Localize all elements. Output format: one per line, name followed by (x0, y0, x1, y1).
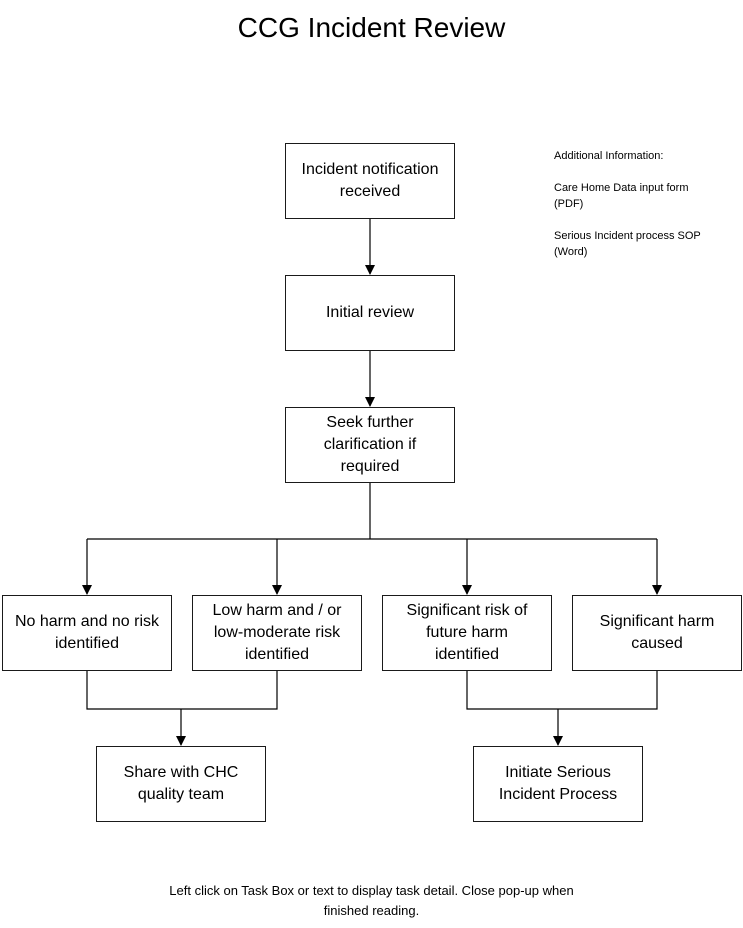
task-box-significant-harm[interactable]: Significant harm caused (572, 595, 742, 671)
task-label: Seek further clarification if required (323, 414, 417, 475)
connector-left-merge (86, 670, 278, 710)
task-box-initial-review[interactable]: Initial review (285, 275, 455, 351)
task-box-share-chc[interactable]: Share with CHC quality team (96, 746, 266, 822)
additional-info-heading: Additional Information: (554, 150, 664, 162)
task-box-significant-risk[interactable]: Significant risk of future harm identifi… (382, 595, 552, 671)
task-label: Significant harm caused (599, 613, 715, 652)
care-home-form-link[interactable]: Care Home Data input form (PDF) (554, 182, 689, 210)
task-box-no-harm[interactable]: No harm and no risk identified (2, 595, 172, 671)
task-box-initiate-si[interactable]: Initiate Serious Incident Process (473, 746, 643, 822)
task-label: No harm and no risk identified (14, 613, 160, 652)
page-title: CCG Incident Review (237, 12, 506, 43)
task-label: Incident notification received (301, 161, 439, 200)
task-label: Initial review (325, 304, 415, 321)
task-box-notification[interactable]: Incident notification received (285, 143, 455, 219)
task-box-clarification[interactable]: Seek further clarification if required (285, 407, 455, 483)
task-label: Initiate Serious Incident Process (498, 764, 618, 803)
task-label: Significant risk of future harm identifi… (406, 602, 528, 663)
serious-incident-sop-link[interactable]: Serious Incident process SOP (Word) (554, 230, 701, 258)
task-label: Low harm and / or low-moderate risk iden… (212, 602, 342, 663)
task-box-low-harm[interactable]: Low harm and / or low-moderate risk iden… (192, 595, 362, 671)
instructions-footer: Left click on Task Box or text to displa… (169, 883, 574, 918)
task-label: Share with CHC quality team (123, 764, 239, 803)
connector-right-merge (466, 670, 658, 710)
additional-info-panel: Additional Information: Care Home Data i… (554, 148, 734, 276)
